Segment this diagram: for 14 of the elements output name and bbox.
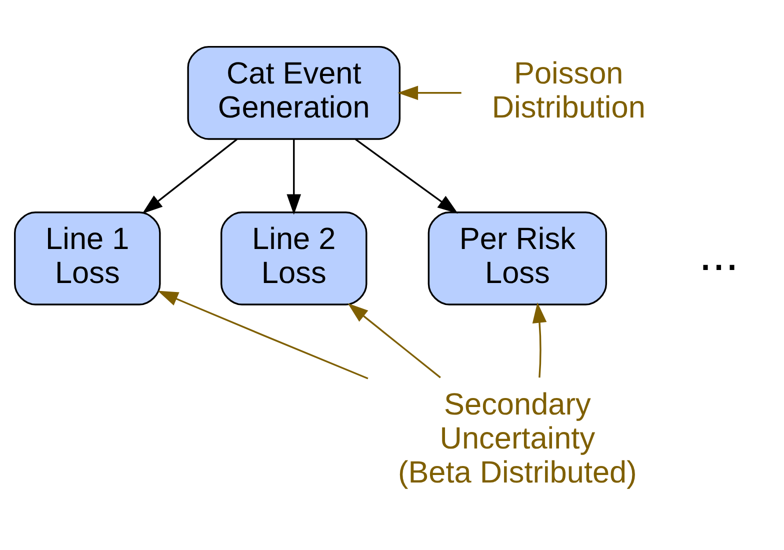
node-box: Line 1 Loss (14, 211, 161, 305)
arrow (142, 138, 238, 214)
node-text: Poisson Distribution (492, 54, 646, 124)
arrow (398, 85, 462, 100)
arrow (355, 138, 458, 214)
node-text: Secondary Uncertainty (Beta Distributed) (398, 386, 637, 490)
arrow (158, 290, 368, 379)
node-box: Line 2 Loss (220, 211, 368, 305)
arrow (286, 138, 302, 214)
node-box: Cat Event Generation (187, 45, 401, 140)
label: ... (698, 228, 739, 281)
arrow (532, 302, 547, 378)
arrow (348, 302, 441, 378)
node-box: Per Risk Loss (428, 211, 608, 305)
